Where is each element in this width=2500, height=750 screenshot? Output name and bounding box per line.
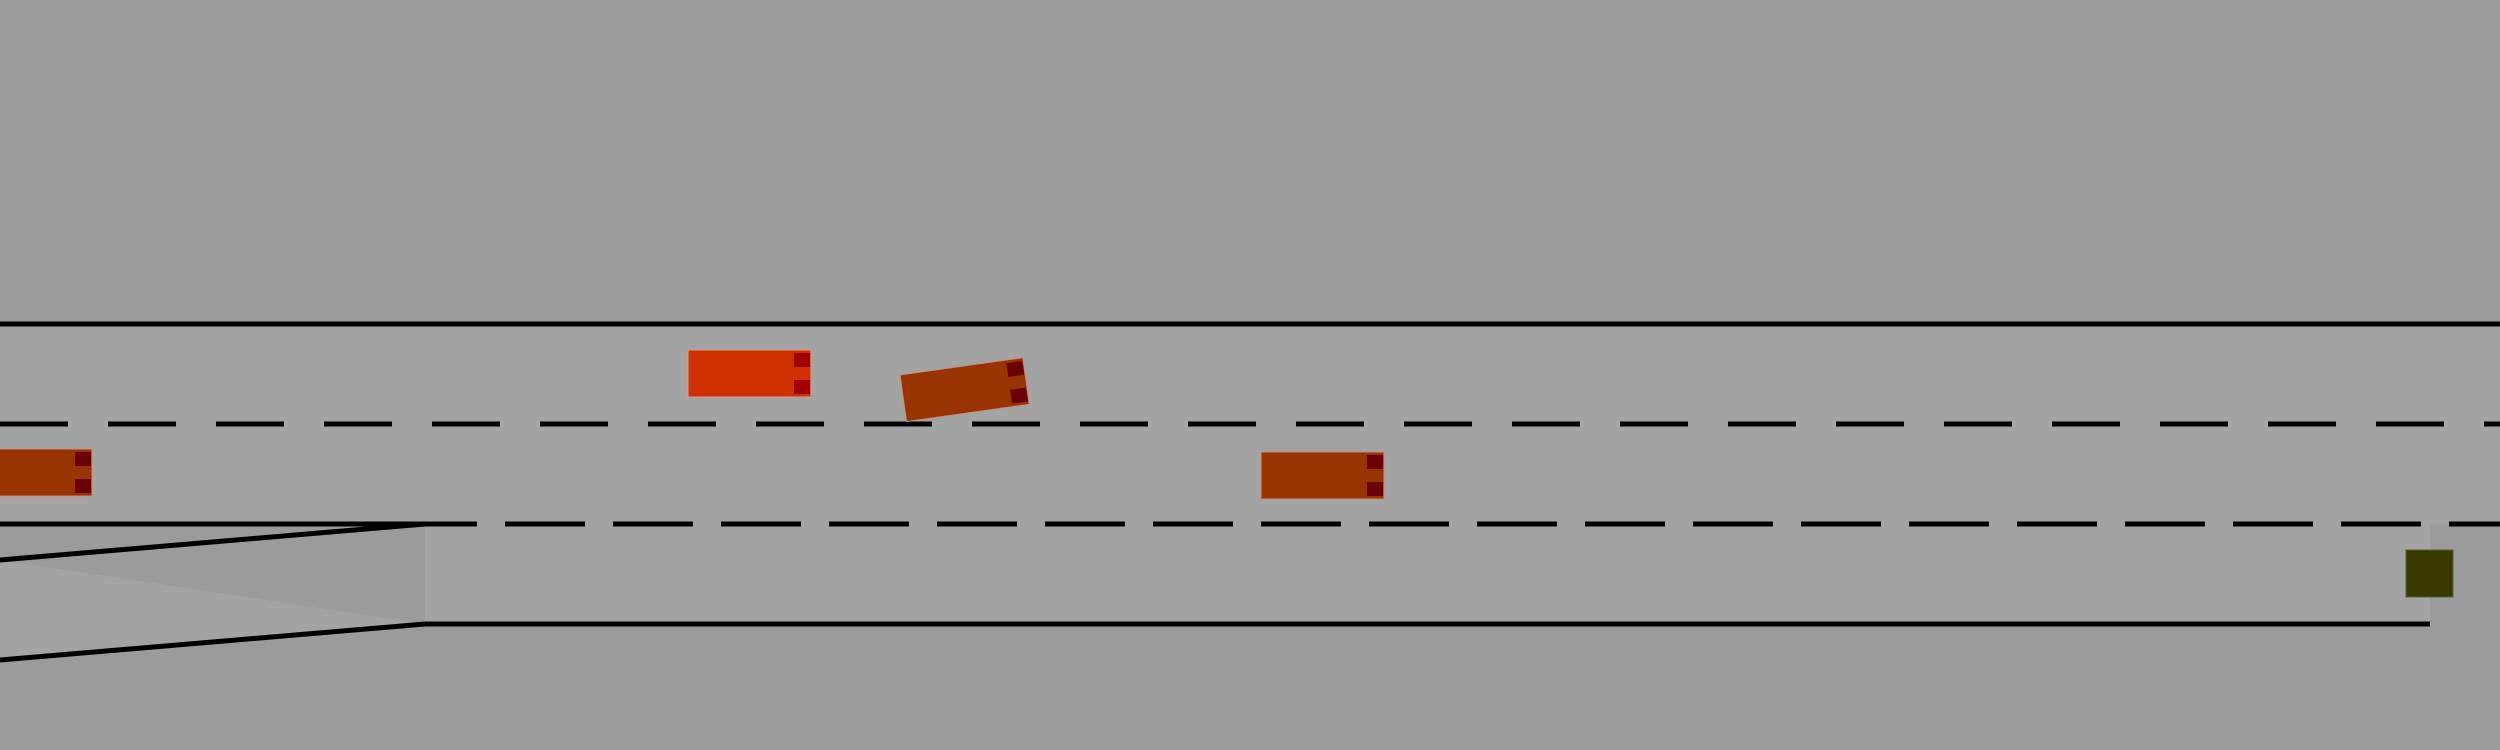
tail-light [75,479,91,493]
tail-light [1367,482,1383,496]
road-surface [0,324,2500,660]
vehicle-body [899,357,1030,423]
merge-inner-edge [0,521,426,563]
tail-light [1367,455,1383,469]
vehicle-body [687,349,812,398]
goal-marker [2405,549,2454,598]
tail-light [794,380,810,394]
tail-light [1010,387,1028,404]
tail-light [794,353,810,367]
tail-light [75,452,91,466]
ego-vehicle [687,349,812,398]
other-vehicle [0,448,93,497]
other-vehicle [1260,451,1385,500]
merge-outer-edge [0,621,426,663]
tail-light [1006,360,1025,377]
vehicles [0,349,1385,500]
acceleration-lane [425,524,2430,624]
lane-markings [0,321,2500,663]
other-vehicle [899,357,1030,423]
vehicle-body [1260,451,1385,500]
